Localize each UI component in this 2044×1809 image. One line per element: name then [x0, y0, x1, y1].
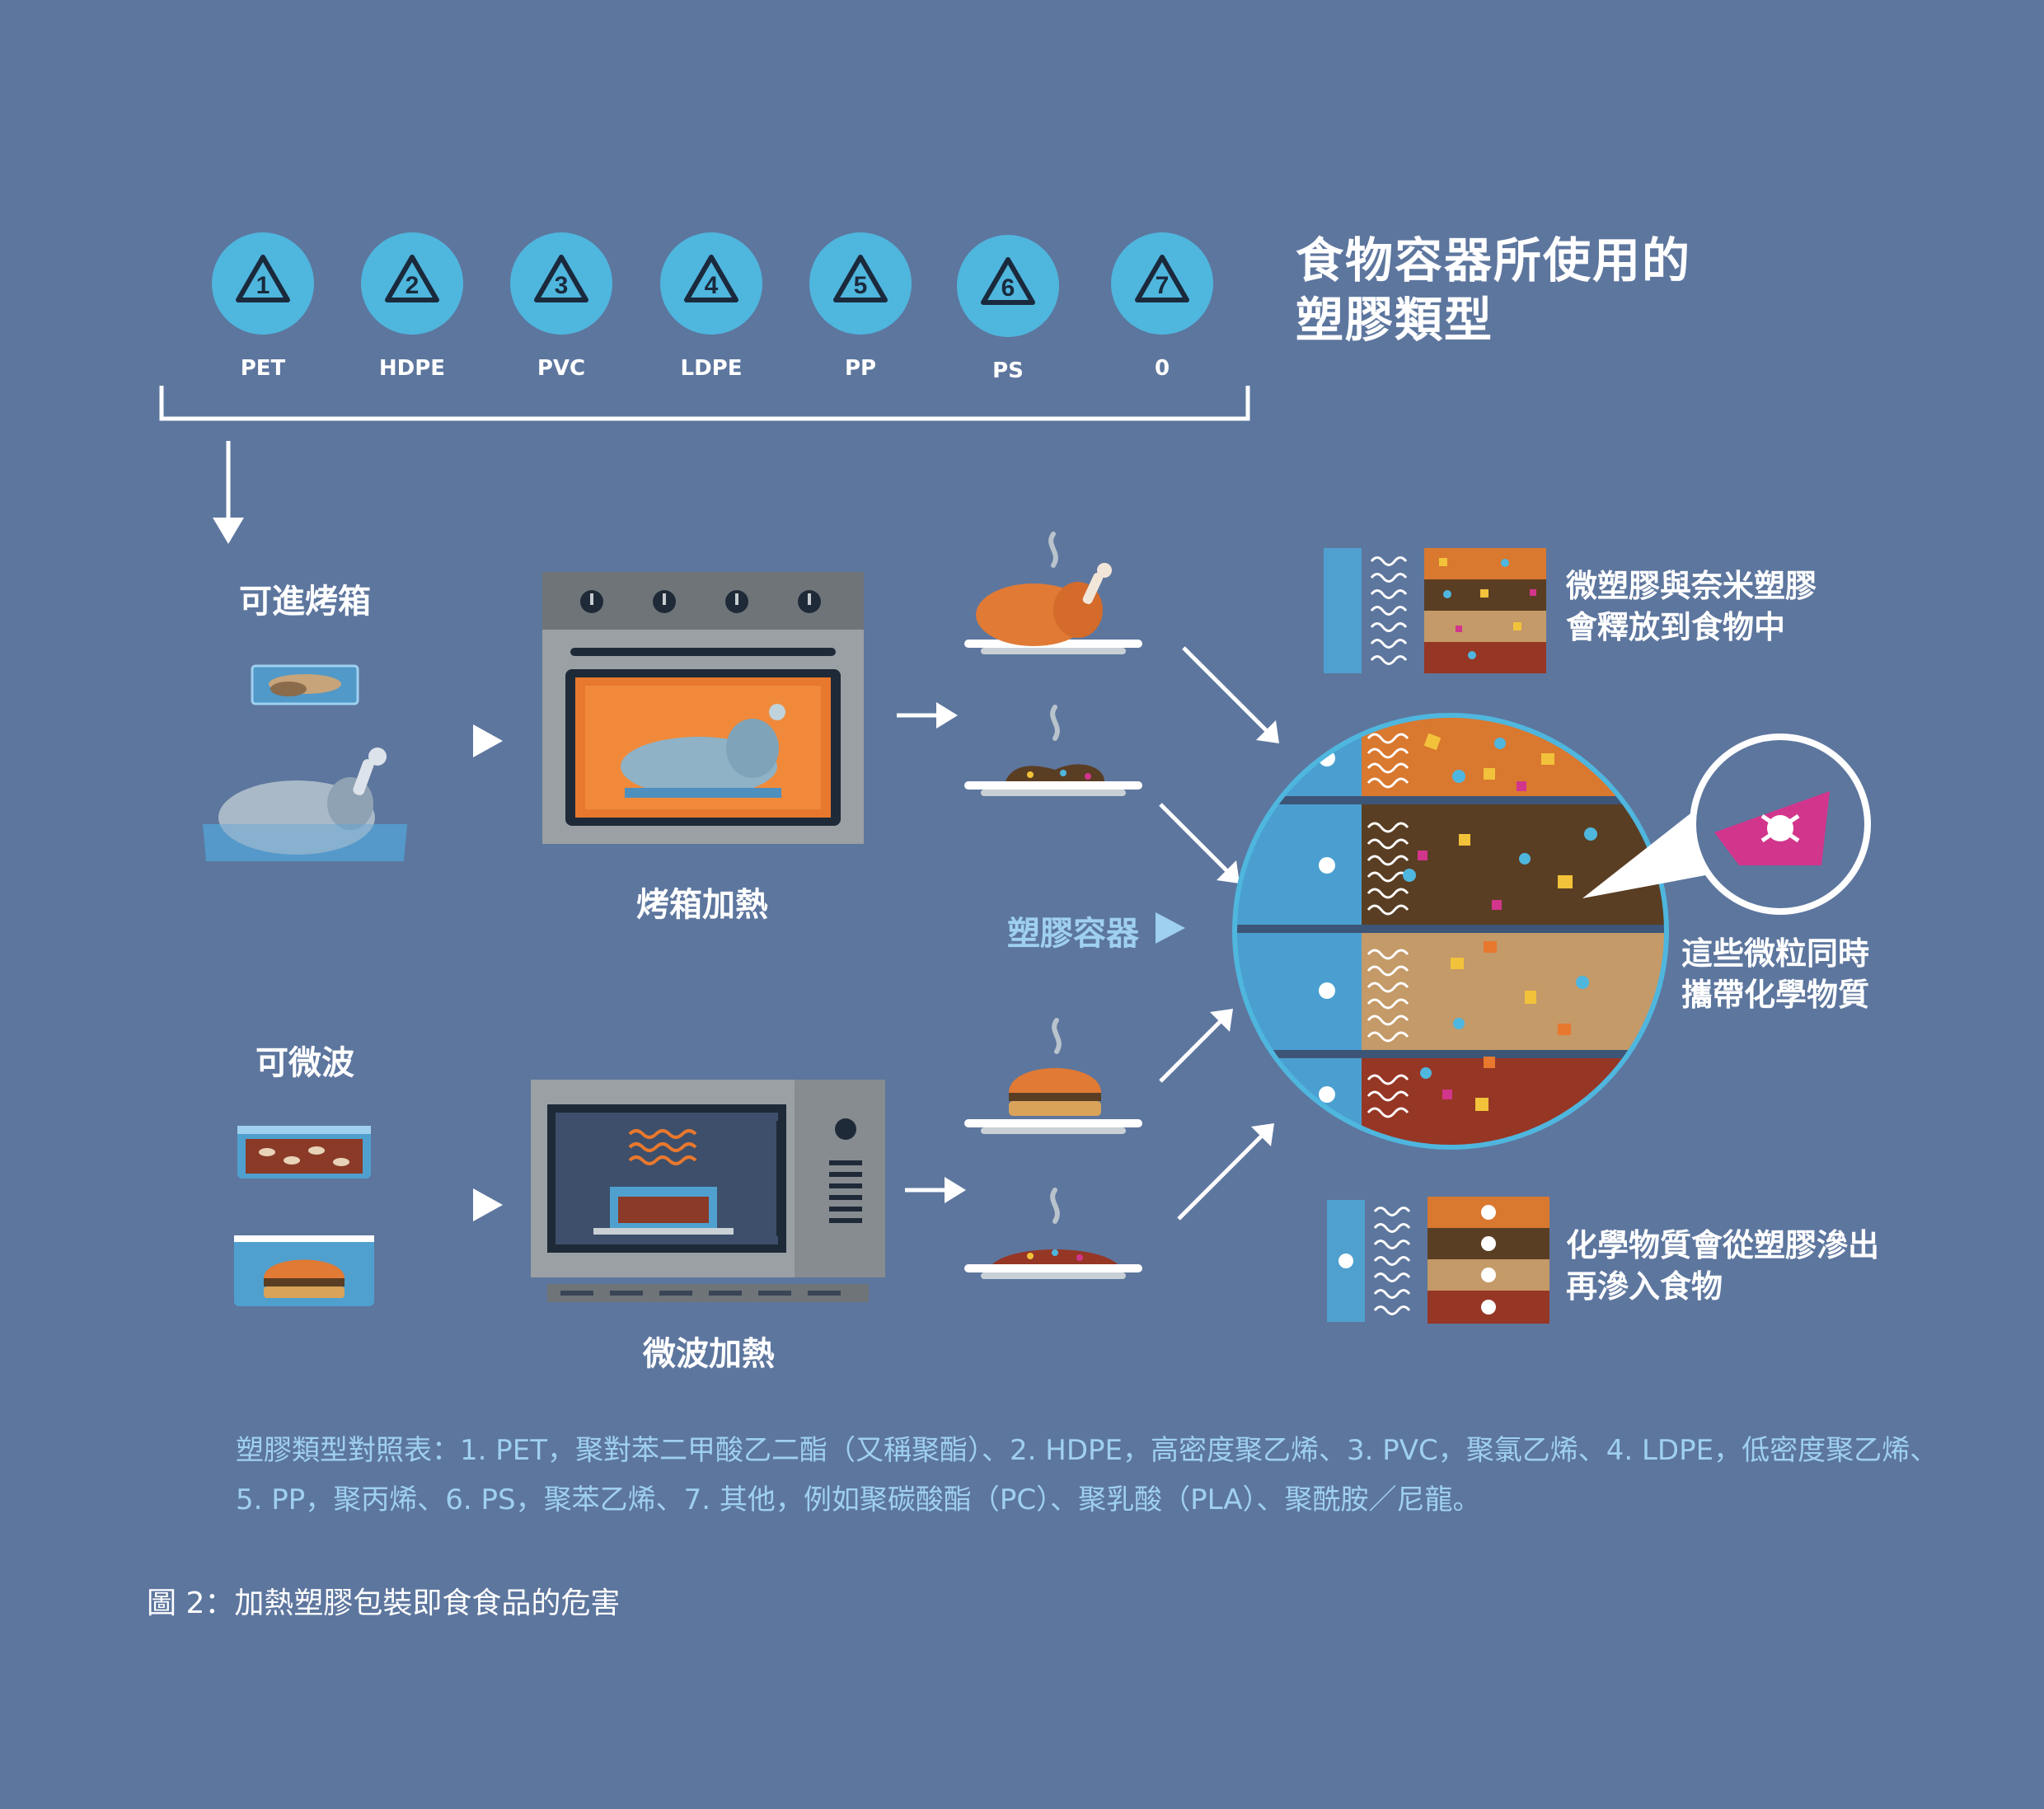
recycle-7-icon: 7: [1111, 232, 1213, 335]
pasta-plate-icon: [964, 1188, 1142, 1279]
plastic-container-label: 塑膠容器: [1007, 915, 1139, 953]
resin-code-4: 4 LDPE: [660, 232, 762, 381]
resin-label-ps: PS: [992, 359, 1024, 383]
down-arrow-icon: [213, 518, 244, 544]
burger-plate-icon: [964, 1018, 1142, 1134]
svg-text:3: 3: [555, 272, 569, 299]
particles-carry-chemicals-text: 這些微粒同時 攜帶化學物質: [1681, 935, 1870, 1013]
resin-label-pet: PET: [240, 356, 286, 381]
oven-tray-small-icon: [251, 664, 359, 705]
raw-chicken-tray-icon: [203, 748, 407, 861]
microwave-icon: [531, 1080, 885, 1302]
magnified-layers-circle: [1232, 713, 1669, 1150]
oven-icon: [542, 572, 864, 844]
recycle-6-icon: 6: [957, 235, 1059, 337]
arrow-to-circle-1: [1182, 646, 1279, 743]
page-title: 食物容器所使用的 塑膠類型: [1296, 231, 1691, 349]
resin-label-pvc: PVC: [537, 356, 586, 381]
play-arrow-icon: [1156, 912, 1185, 944]
svg-text:7: 7: [1156, 272, 1170, 299]
plastic-type-legend-note: 塑膠類型對照表：1. PET，聚對苯二甲酸乙二酯（又稱聚酯）、2. HDPE，高…: [236, 1426, 1967, 1525]
right-arrow-icon: [897, 702, 958, 729]
microwave-heating-caption: 微波加熱: [643, 1335, 775, 1373]
figure-caption: 圖 2：加熱塑膠包裝即食食品的危害: [147, 1586, 621, 1620]
resin-label-hdpe: HDPE: [378, 356, 446, 381]
right-arrow-icon: [905, 1177, 966, 1203]
svg-text:4: 4: [705, 272, 719, 299]
svg-text:5: 5: [854, 272, 868, 299]
arrow-to-circle-3: [1159, 1009, 1233, 1083]
resin-label-other: 0: [1154, 356, 1170, 381]
resin-label-pp: PP: [844, 356, 877, 381]
title-line-1: 食物容器所使用的: [1296, 232, 1692, 288]
recycle-2-icon: 2: [361, 232, 463, 335]
arrow-to-circle-4: [1177, 1123, 1274, 1221]
legend-note-line-1: 塑膠類型對照表：1. PET，聚對苯二甲酸乙二酯（又稱聚酯）、2. HDPE，高…: [236, 1434, 1939, 1467]
recycle-1-icon: 1: [212, 232, 314, 335]
resin-code-2: 2 HDPE: [361, 232, 463, 381]
oven-category-label: 可進烤箱: [239, 583, 371, 621]
bracket-connector: [159, 386, 1250, 544]
roast-chicken-plate-icon: [964, 532, 1142, 654]
roast-meat-plate-icon: [964, 705, 1142, 796]
microplastics-release-text: 微塑膠與奈米塑膠 會釋放到食物中: [1566, 568, 1817, 645]
chemical-leach-strip-icon: [1327, 1197, 1549, 1324]
particle-zoom-icon: [1582, 733, 1871, 915]
recycle-4-icon: 4: [660, 232, 762, 335]
resin-code-6: 6 PS: [957, 235, 1059, 383]
play-arrow-icon: [473, 724, 503, 757]
resin-code-7: 7 0: [1111, 232, 1213, 381]
resin-label-ldpe: LDPE: [680, 356, 743, 381]
chemicals-leach-text: 化學物質會從塑膠滲出 再滲入食物: [1566, 1227, 1880, 1305]
resin-code-3: 3 PVC: [510, 232, 612, 381]
svg-text:1: 1: [256, 272, 270, 299]
recycle-5-icon: 5: [809, 232, 912, 335]
legend-note-line-2: 5. PP，聚丙烯、6. PS，聚苯乙烯、7. 其他，例如聚碳酸酯（PC）、聚乳…: [236, 1483, 1481, 1516]
arrow-to-circle-2: [1159, 803, 1240, 883]
burger-container-icon: [234, 1235, 374, 1306]
microplastic-strip-icon: [1324, 548, 1546, 673]
recycle-3-icon: 3: [510, 232, 612, 335]
resin-code-1: 1 PET: [212, 232, 314, 381]
title-line-2: 塑膠類型: [1296, 292, 1494, 348]
microwave-container-icon: [237, 1126, 371, 1179]
svg-text:6: 6: [1001, 274, 1015, 302]
microwave-category-label: 可微波: [256, 1044, 354, 1082]
play-arrow-icon: [473, 1188, 503, 1221]
svg-text:2: 2: [406, 272, 420, 299]
oven-heating-caption: 烤箱加熱: [636, 886, 768, 924]
resin-code-5: 5 PP: [809, 232, 912, 381]
